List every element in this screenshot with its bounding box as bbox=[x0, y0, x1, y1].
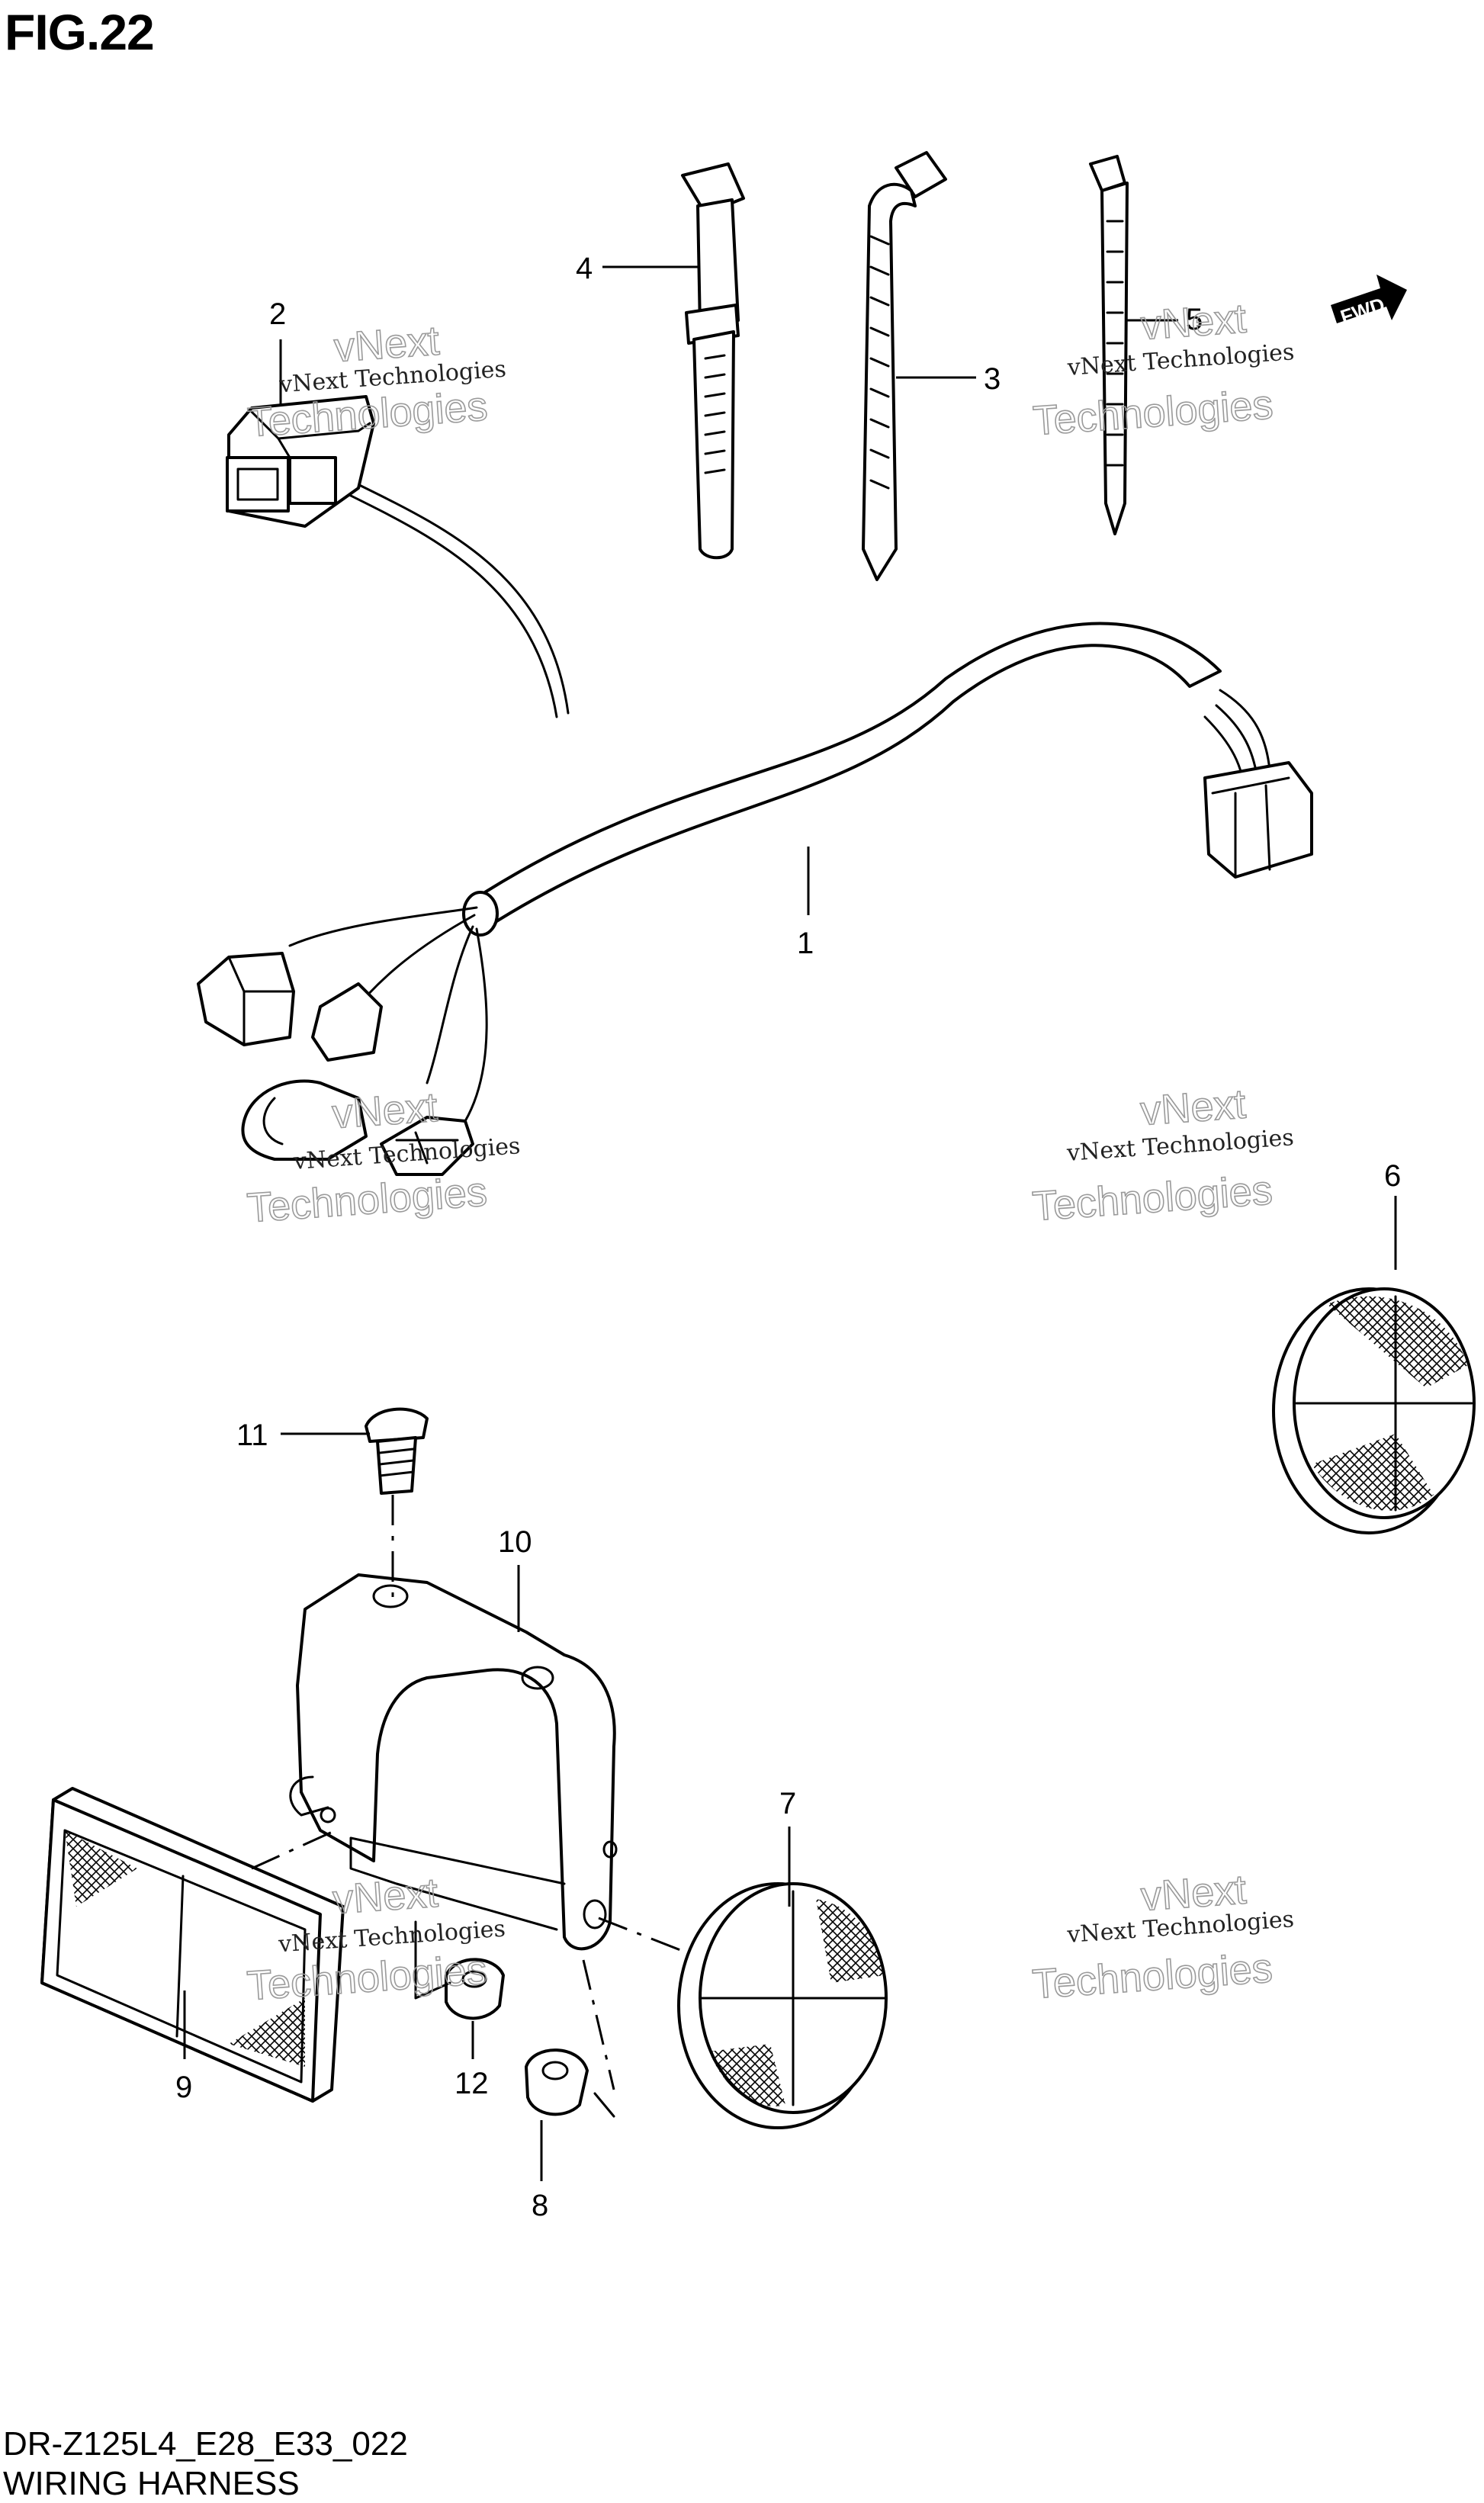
callout-4: 4 bbox=[576, 252, 593, 285]
part-4-tie-strap bbox=[681, 162, 745, 560]
part-3-cable-tie bbox=[862, 151, 947, 581]
svg-text:vNext: vNext bbox=[1139, 1867, 1248, 1920]
watermark-6: Technologies vNext vNext Technologies bbox=[1030, 1866, 1295, 2008]
callout-2: 2 bbox=[269, 297, 286, 331]
part-9-rect-reflector bbox=[40, 1787, 345, 2103]
svg-text:Technologies: Technologies bbox=[246, 1169, 489, 1232]
watermark-1: Technologies vNext vNext Technologies bbox=[246, 317, 507, 446]
part-10-bracket bbox=[289, 1573, 618, 1951]
callout-1: 1 bbox=[797, 927, 814, 960]
callout-6: 6 bbox=[1384, 1159, 1401, 1193]
svg-text:vNext: vNext bbox=[1139, 296, 1248, 349]
callout-3: 3 bbox=[984, 362, 1001, 396]
callout-10: 10 bbox=[498, 1525, 532, 1559]
part-12-nut bbox=[445, 1958, 505, 2020]
fwd-label: FWD bbox=[1338, 293, 1388, 329]
part-2-connector bbox=[226, 395, 570, 718]
callout-11: 11 bbox=[236, 1419, 268, 1452]
part-11-screw bbox=[365, 1407, 429, 1495]
part-8-nut bbox=[525, 2048, 589, 2116]
callout-12: 12 bbox=[455, 2067, 489, 2100]
svg-text:Technologies: Technologies bbox=[1032, 381, 1275, 444]
callout-leaders bbox=[183, 265, 1397, 2181]
watermark-4: Technologies vNext vNext Technologies bbox=[1030, 1081, 1295, 1230]
callout-5: 5 bbox=[1186, 303, 1203, 336]
svg-text:vNext: vNext bbox=[331, 1870, 439, 1923]
svg-text:vNext: vNext bbox=[332, 318, 441, 371]
svg-text:Technologies: Technologies bbox=[1031, 1945, 1274, 2007]
callout-7: 7 bbox=[779, 1787, 796, 1820]
callout-9: 9 bbox=[175, 2071, 192, 2104]
part-7-round-reflector bbox=[677, 1882, 888, 2129]
figure-title: FIG.22 bbox=[5, 4, 155, 60]
diagram-code: DR-Z125L4_E28_E33_022 bbox=[3, 2425, 408, 2463]
callout-8: 8 bbox=[532, 2189, 548, 2222]
svg-text:vNext: vNext bbox=[331, 1084, 439, 1137]
diagram-name: WIRING HARNESS bbox=[3, 2465, 300, 2502]
svg-text:vNext: vNext bbox=[1139, 1081, 1248, 1134]
assembly-guide-lines bbox=[251, 1495, 687, 2118]
part-5-cable-tie bbox=[1089, 155, 1129, 535]
fwd-arrow-icon: FWD bbox=[1331, 275, 1407, 329]
svg-text:Technologies: Technologies bbox=[1031, 1167, 1274, 1229]
part-6-round-reflector bbox=[1272, 1287, 1476, 1534]
part-1-wiring-harness bbox=[197, 622, 1313, 1176]
watermark-2: Technologies vNext vNext Technologies bbox=[1031, 295, 1296, 445]
